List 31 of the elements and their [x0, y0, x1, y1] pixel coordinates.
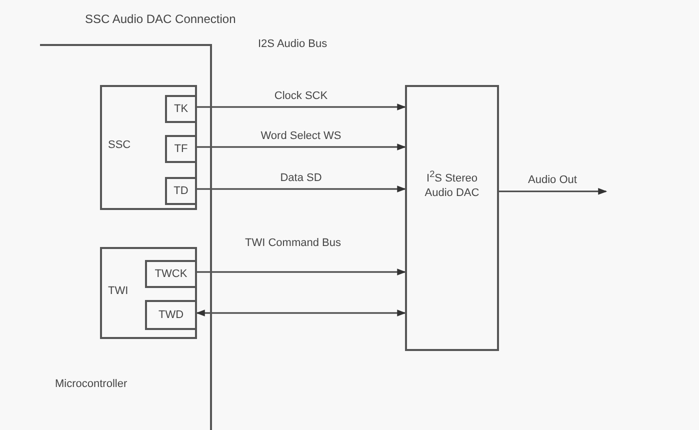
signal-arrow — [197, 144, 406, 150]
edge-label: Word Select WS — [258, 130, 344, 142]
node-label: I$^{2}$S Stereo Audio DAC — [424, 168, 480, 200]
diagram-title: SSC Audio DAC Connection — [85, 12, 236, 26]
node-label: SSC — [108, 139, 131, 151]
pin-box — [145, 300, 197, 330]
node-label: TWD — [157, 309, 185, 321]
pin-box — [145, 260, 197, 288]
microcontroller-region — [40, 44, 212, 430]
node-label: TD — [172, 185, 190, 197]
node-label: Microcontroller — [55, 378, 128, 390]
pin-box — [165, 95, 197, 123]
peripheral-block — [100, 247, 197, 339]
edge-label: Data SD — [278, 172, 324, 184]
peripheral-block — [100, 85, 197, 210]
edge-label: Clock SCK — [272, 90, 330, 102]
node-label: TK — [172, 103, 190, 115]
bus-label: I2S Audio Bus — [258, 38, 328, 50]
node-label: TWCK — [154, 268, 188, 280]
node-label: TWI — [108, 285, 128, 297]
bus-label: TWI Command Bus — [245, 237, 341, 249]
pin-box — [165, 135, 197, 163]
dac-chip-box — [405, 85, 499, 351]
node-label: TF — [173, 143, 189, 155]
signal-arrow — [197, 104, 406, 110]
signal-arrow — [197, 186, 406, 192]
pin-box — [165, 177, 197, 205]
edge-label: Audio Out — [526, 174, 579, 186]
signal-arrow — [499, 188, 608, 195]
signal-arrow — [196, 310, 406, 316]
signal-arrow — [197, 268, 406, 276]
